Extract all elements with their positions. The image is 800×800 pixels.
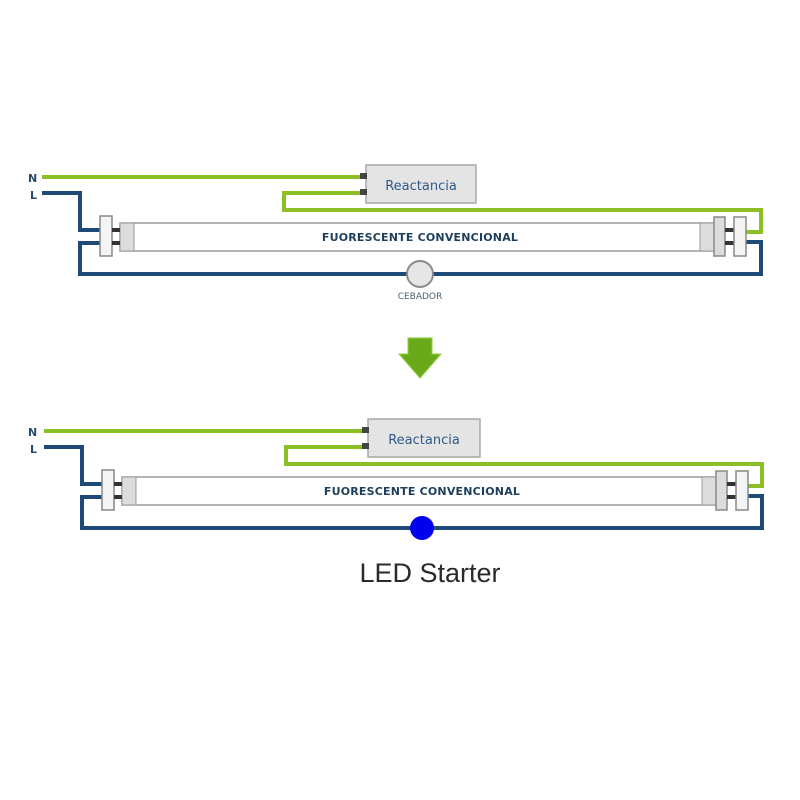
diagram-led: N L Reactancia FUORESCENTE CONVENCIONAL [28,418,764,588]
fluorescent-tube: FUORESCENTE CONVENCIONAL [119,222,715,252]
ballast-label: Reactancia [388,433,460,448]
tube-label: FUORESCENTE CONVENCIONAL [322,231,518,244]
tube-end-right [715,470,749,511]
led-starter-label: LED Starter [359,558,500,588]
starter-label: CEBADOR [398,292,443,302]
ballast: Reactancia [360,164,477,204]
ballast: Reactancia [362,418,481,458]
ballast-output-wire [284,445,764,488]
live-wire [44,445,102,486]
neutral-label: N [28,426,37,439]
tube-end-left [99,215,120,257]
live-wire [42,191,100,232]
ballast-label: Reactancia [385,179,457,194]
tube-end-right [713,216,747,257]
diagram-conventional: N L Reactancia FUORESCENTE CONVENCIONAL [28,164,763,302]
ballast-output-wire [282,191,763,234]
live-label: L [30,443,37,456]
fluorescent-tube: FUORESCENTE CONVENCIONAL [121,476,717,506]
conventional-starter: CEBADOR [398,260,443,302]
tube-label: FUORESCENTE CONVENCIONAL [324,485,520,498]
arrow-down-icon [397,337,443,379]
live-label: L [30,189,37,202]
tube-end-left [101,469,122,511]
neutral-label: N [28,172,37,185]
led-starter: LED Starter [359,516,501,588]
